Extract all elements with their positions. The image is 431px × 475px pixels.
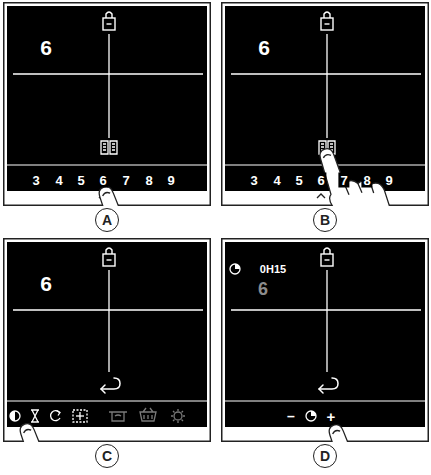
timer-readout: 0H15 xyxy=(260,264,286,275)
step-letter-text: B xyxy=(320,213,330,227)
slider-number: 9 xyxy=(165,173,176,188)
control-panel: 63456789 xyxy=(3,2,211,206)
step-letter: D xyxy=(313,444,337,468)
slider-number: 3 xyxy=(30,173,41,188)
slider-number: 7 xyxy=(120,173,131,188)
slider-number: 4 xyxy=(53,173,64,188)
slider-number: 5 xyxy=(75,173,86,188)
slider-number: 6 xyxy=(315,173,326,188)
control-panel: 0H15 6 – + xyxy=(221,238,429,442)
panel-d-art xyxy=(222,239,429,442)
control-panel: 6 xyxy=(3,238,211,442)
step-letter-text: C xyxy=(102,449,112,463)
slider-number: 6 xyxy=(97,173,108,188)
panel-b-art xyxy=(222,3,429,206)
power-level: 6 xyxy=(40,273,52,294)
slider-number: 5 xyxy=(293,173,304,188)
minus-sign: – xyxy=(285,408,297,424)
power-level: 6 xyxy=(258,280,268,298)
step-letter: A xyxy=(95,208,119,232)
control-panel: 63456789 xyxy=(221,2,429,206)
slider-number: 3 xyxy=(248,173,259,188)
slider-number: 7 xyxy=(338,173,349,188)
slider-number: 8 xyxy=(361,173,372,188)
slider-number: 8 xyxy=(143,173,154,188)
power-level: 6 xyxy=(258,37,270,58)
slider-number: 4 xyxy=(271,173,282,188)
plus-sign: + xyxy=(325,408,338,425)
step-letter: B xyxy=(313,208,337,232)
panel-a-art xyxy=(4,3,211,206)
step-letter-text: D xyxy=(320,449,330,463)
step-letter: C xyxy=(95,444,119,468)
panel-c-art xyxy=(4,239,211,442)
step-letter-text: A xyxy=(102,213,112,227)
power-level: 6 xyxy=(40,37,52,58)
slider-number: 9 xyxy=(383,173,394,188)
